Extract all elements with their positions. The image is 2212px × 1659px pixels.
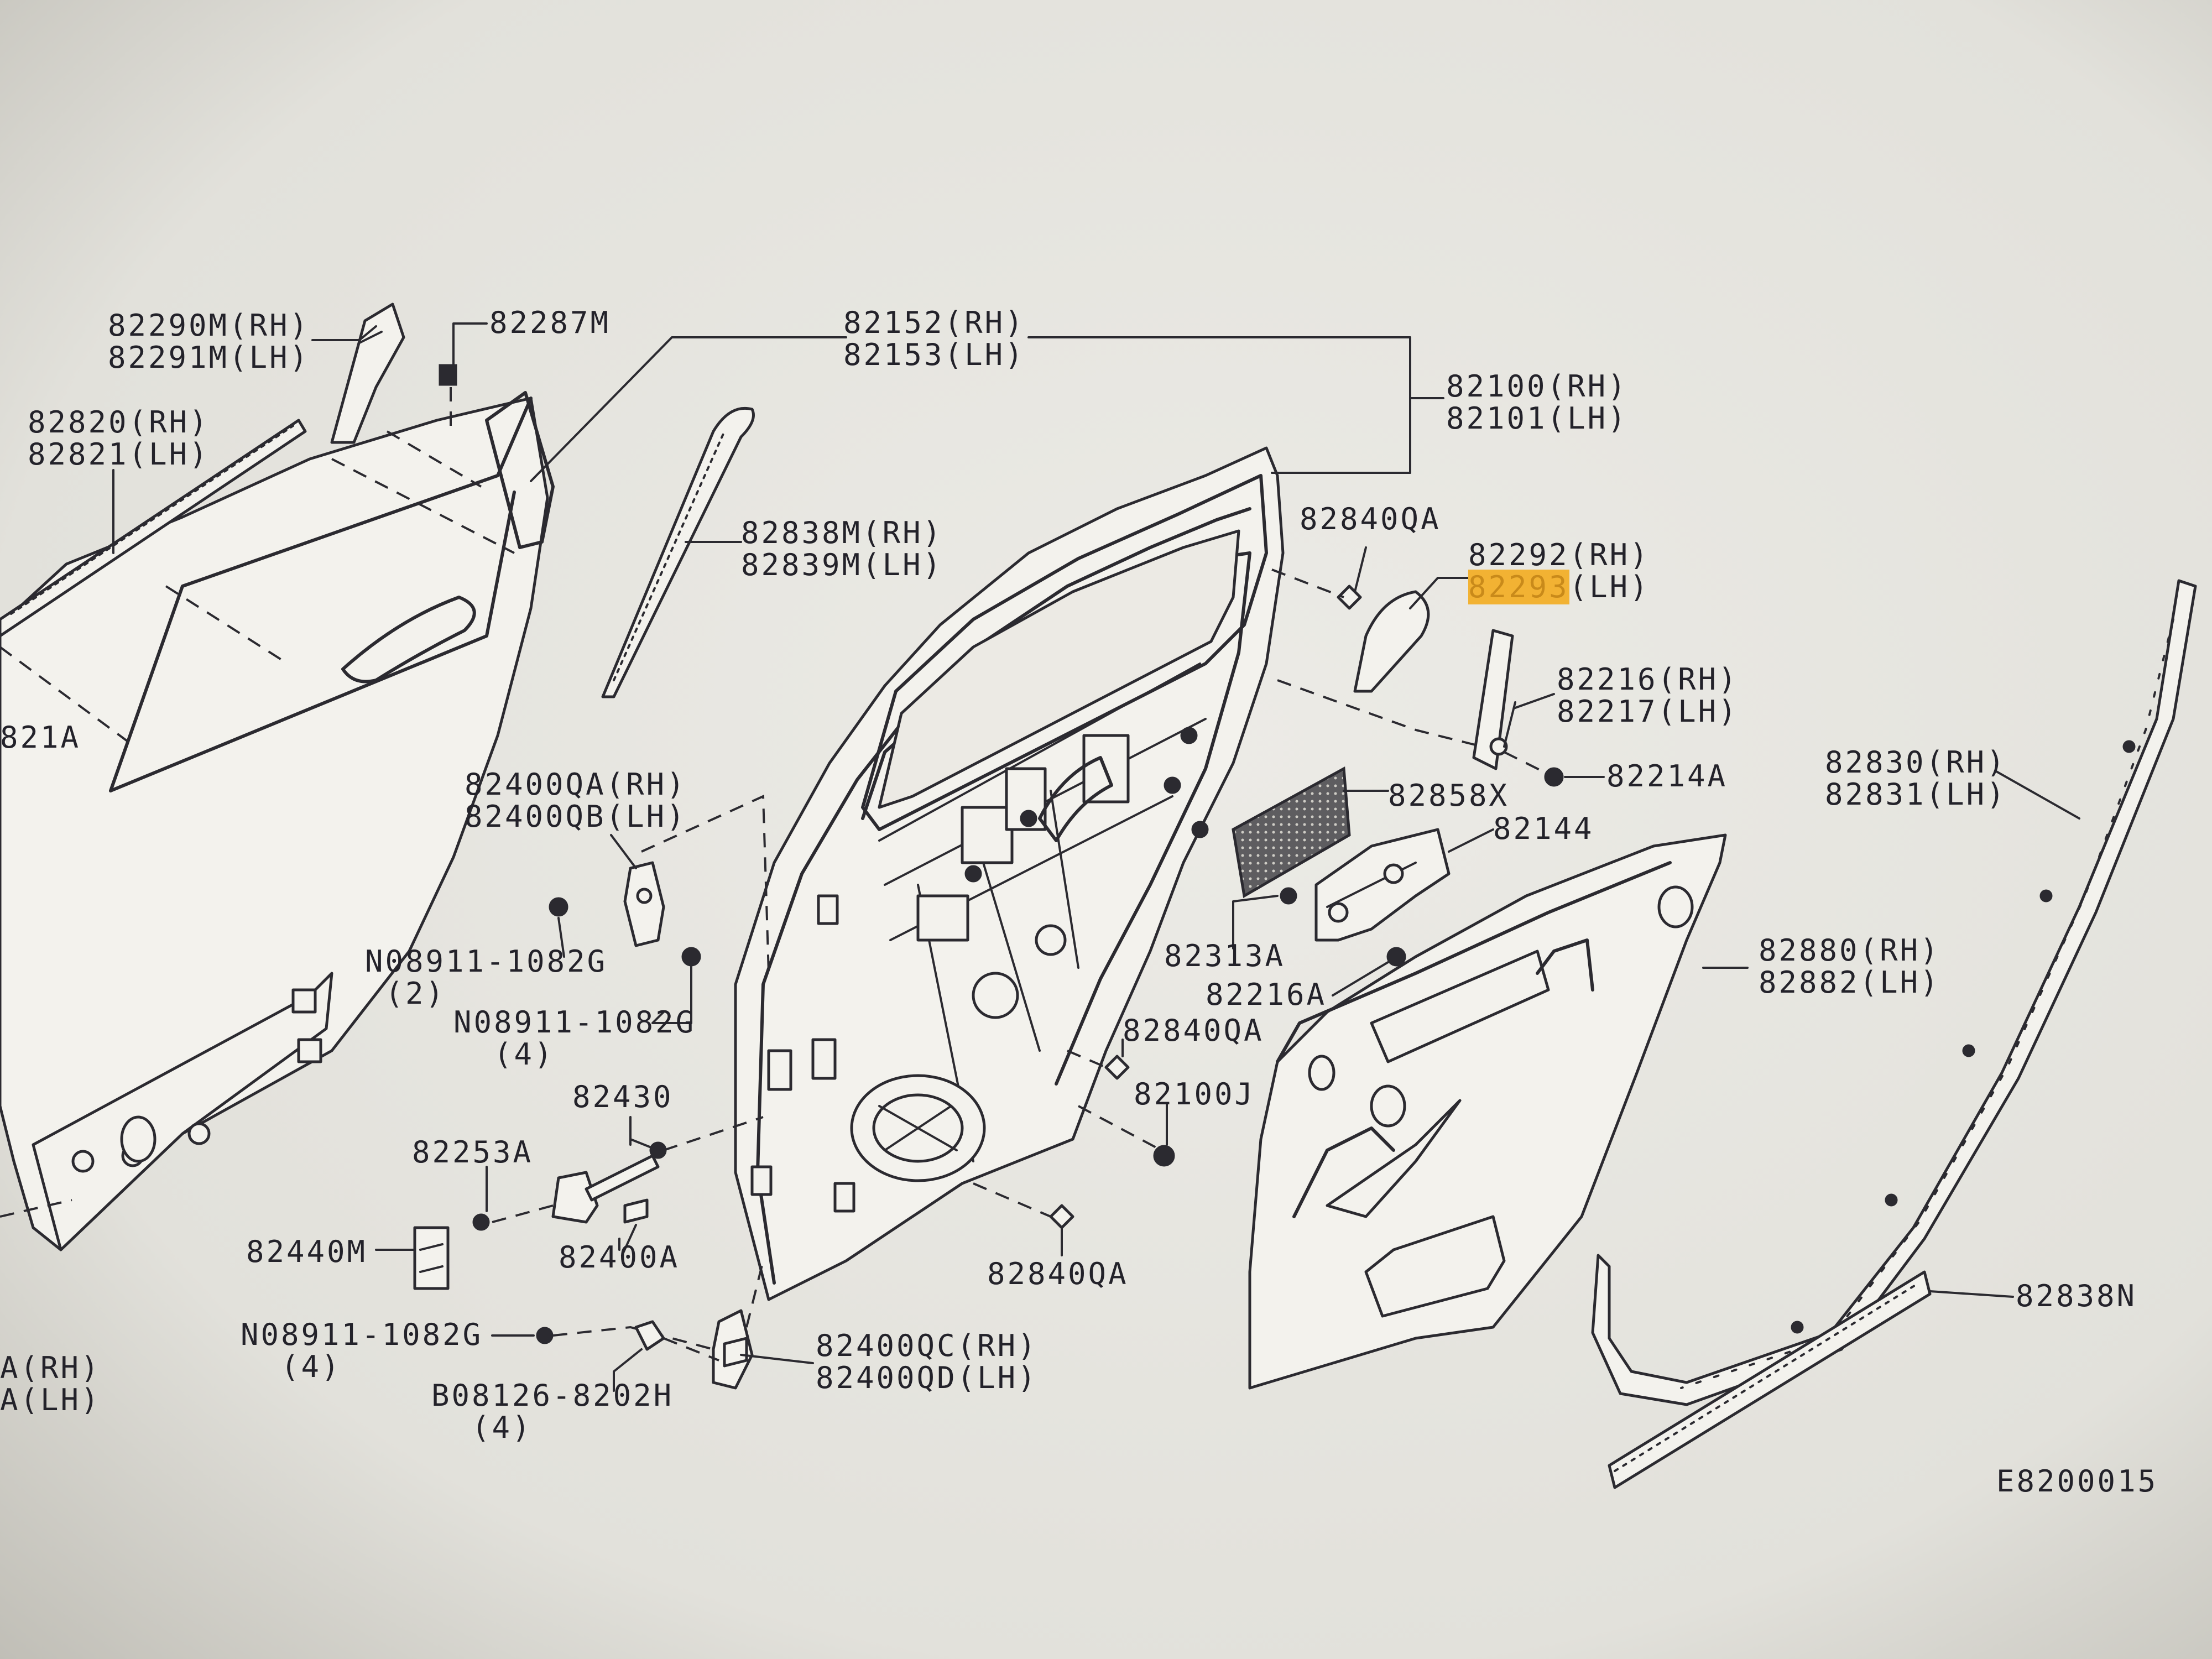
label-82840qa-bottom: 82840QA (987, 1256, 1129, 1291)
clip-82313a (1280, 887, 1297, 905)
label-82838n: 82838N (2016, 1279, 2137, 1313)
label-82440m: 82440M (246, 1234, 368, 1269)
label-82144: 82144 (1493, 811, 1594, 846)
striker-82440m (413, 1226, 450, 1290)
label-08911-b: N08911-1082G (4) (453, 1005, 696, 1072)
trim-82216 (1472, 629, 1514, 770)
label-82880: 82880(RH) 82882(LH) (1759, 933, 1940, 1000)
weatherstrip-82830 (1591, 579, 2197, 1406)
label-82858x: 82858X (1388, 778, 1510, 813)
label-82840qa-mid: 82840QA (1123, 1013, 1264, 1048)
label-82292: 82292(RH) (1468, 538, 1650, 572)
label-82100: 82100(RH) 82101(LH) (1446, 369, 1628, 436)
plug-82840qa-bottom-leader (973, 1182, 1051, 1218)
label-82216a: 82216A (1206, 977, 1327, 1012)
plug-82840qa-top (1271, 546, 1367, 610)
label-a-rh-lh: A(RH) A(LH) (0, 1350, 101, 1417)
label-82100j: 82100J (1134, 1077, 1255, 1112)
cover-82292-82293 (1277, 590, 1483, 748)
label-82290m: 82290M(RH) 82291M(LH) (108, 308, 310, 375)
clip-82100j-leader (1078, 1105, 1162, 1151)
plug-82840qa-bottom (1049, 1204, 1074, 1229)
label-82293-suffix: (LH) (1569, 570, 1650, 604)
label-82313a: 82313A (1164, 938, 1286, 973)
clip-82214a (1544, 767, 1564, 787)
window-sash-frame (861, 474, 1268, 831)
leader-lines (112, 322, 2080, 1392)
clip-82216a (1386, 947, 1406, 967)
label-82253a: 82253A (412, 1135, 534, 1170)
label-82838m: 82838M(RH) 82839M(LH) (741, 515, 943, 582)
label-82430: 82430 (572, 1079, 674, 1114)
label-08911-a: N08911-1082G (2) (365, 944, 608, 1011)
foam-pad-82858x (1232, 766, 1351, 898)
plug-82840qa-mid (1104, 1055, 1130, 1080)
label-82830: 82830(RH) 82831(LH) (1825, 745, 2007, 812)
label-821a: 821A (0, 720, 81, 755)
label-82293-highlight: 82293 (1468, 570, 1569, 604)
outer-door-panel (0, 397, 549, 1251)
label-82840qa-top: 82840QA (1300, 502, 1441, 536)
clip-82100j (1153, 1145, 1175, 1167)
door-trim-panel-82880 (1248, 833, 1727, 1390)
label-08911-c: N08911-1082G (4) (241, 1317, 483, 1384)
hinge-82400qa (549, 794, 770, 974)
sill-seal-82838n (1608, 1270, 1932, 1489)
label-82216: 82216(RH) 82217(LH) (1557, 662, 1739, 729)
outer-door-frame-edge (485, 391, 555, 549)
belt-molding-strip (0, 419, 307, 638)
hinge-82400qc (536, 1260, 764, 1390)
label-82400a: 82400A (559, 1240, 680, 1275)
label-82400qc: 82400QC(RH) 82400QD(LH) (816, 1328, 1038, 1395)
sash-trim-82290m (330, 302, 405, 444)
label-82293-row: 82293(LH) (1468, 570, 1650, 604)
label-08126: B08126-8202H (4) (431, 1378, 674, 1445)
diagram-code: E8200015 (1996, 1464, 2158, 1499)
plug-82840qa-mid-leader (1067, 1050, 1107, 1068)
label-82400qa: 82400QA(RH) 82400QB(LH) (465, 767, 687, 834)
clip-82214a-leader (1504, 751, 1549, 775)
bracket-82144 (1314, 828, 1451, 942)
label-82214a: 82214A (1606, 759, 1728, 794)
door-checker-82430 (472, 1116, 764, 1256)
label-82820: 82820(RH) 82821(LH) (28, 405, 210, 472)
label-82287m: 82287M (489, 305, 611, 340)
clip-82287m (439, 364, 457, 431)
glass-run-channel-82838m (601, 406, 755, 698)
label-82152: 82152(RH) 82153(LH) (843, 305, 1025, 372)
